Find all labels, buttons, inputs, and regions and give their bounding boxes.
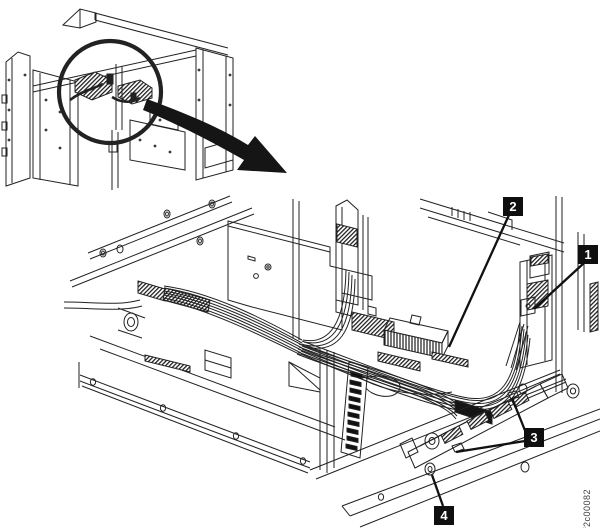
connector-drawer [309,351,600,528]
leader-4 [430,474,445,507]
side-panel [227,199,373,340]
leader-3b [455,439,526,454]
thumbscrew-lower [424,462,436,476]
cable-harness [63,269,531,420]
callout-1: 1 [578,245,598,264]
center-connector-column [335,199,369,317]
zoom-detail-arrow [143,99,287,173]
callout-2: 2 [503,197,523,216]
floor-rails [78,335,346,474]
slotted-riser [319,348,369,473]
leader-3a [510,397,528,434]
thumbscrew-right [566,383,580,399]
leader-1 [533,262,585,310]
inset-rack-overview [1,8,287,190]
leader-lines [430,214,585,507]
leader-2 [447,214,511,348]
thumbscrew-upper-left [424,432,440,450]
callout-4: 4 [434,506,454,525]
bulkhead-bracket [505,251,553,371]
top-beam [419,198,565,253]
upper-rails [69,195,255,288]
cable-plug-connectors [351,305,449,359]
main-detail-view [63,195,600,528]
inset-connector-cluster [69,64,153,130]
figure-id-label: f2c00082 [582,488,592,528]
magnifier-circle [56,38,164,146]
callout-3: 3 [524,428,544,447]
